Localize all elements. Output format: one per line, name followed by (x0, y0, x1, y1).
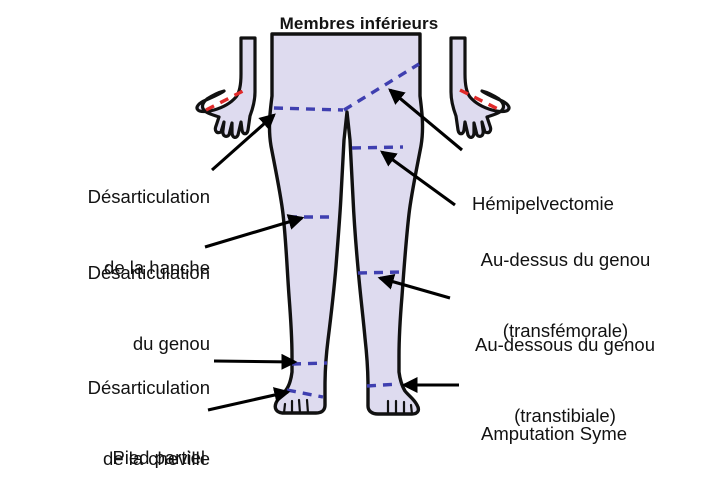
label-ankle-disarticulation: Désarticulation de la cheville (10, 329, 210, 491)
left-hand-shape (195, 36, 257, 139)
label-ankle-disarticulation-line1: Désarticulation (87, 377, 210, 399)
label-above-knee: Au-dessus du genou (transfémorale) (458, 201, 673, 390)
right-foot-toes (386, 399, 414, 416)
amputation-line-ankle-disarticulation (291, 361, 328, 366)
page-title: Membres inférieurs (279, 14, 439, 33)
label-hemipelvectomy-line1: Hémipelvectomie (472, 193, 614, 215)
label-above-knee-line1: Au-dessus du genou (480, 249, 651, 271)
arrow-ankle-disarticulation (213, 353, 298, 370)
amputation-line-right-wrist (459, 88, 501, 112)
label-below-knee-line2: (transtibiale) (514, 405, 616, 427)
callout-arrows (204, 88, 463, 412)
arrow-below-knee (377, 273, 451, 300)
left-hand (195, 36, 257, 139)
label-knee-disarticulation-line1: Désarticulation (87, 262, 210, 284)
label-ankle-disarticulation-line2: de la cheville (103, 448, 210, 470)
right-hand (449, 36, 511, 139)
label-above-knee-line2: (transfémorale) (502, 320, 629, 342)
label-knee-disarticulation-line2: du genou (132, 333, 210, 355)
label-below-knee-line1: Au-dessous du genou (475, 334, 655, 356)
label-partial-foot: Pied partiel (20, 399, 205, 491)
amputation-line-partial-foot (286, 388, 324, 399)
torso-and-legs-shape (267, 32, 425, 416)
left-foot-toes (282, 398, 310, 415)
amputation-line-above-knee (351, 145, 404, 150)
amputation-line-left-wrist (205, 88, 246, 112)
label-hip-disarticulation: Désarticulation de la hanche (20, 138, 210, 327)
label-below-knee: Au-dessous du genou (transtibiale) (455, 286, 675, 475)
arrow-knee-disarticulation (204, 214, 305, 249)
arrow-hip-disarticulation (210, 113, 276, 172)
label-hip-disarticulation-line2: de la hanche (104, 257, 210, 279)
body-silhouette (267, 32, 425, 416)
label-hemipelvectomy: Hémipelvectomie (472, 145, 702, 263)
amputation-line-syme (366, 382, 400, 388)
label-hip-disarticulation-line1: Désarticulation (87, 186, 210, 208)
amputation-level-lines (205, 62, 501, 399)
label-partial-foot-line1: Pied partiel (112, 447, 205, 469)
amputation-line-below-knee (357, 270, 401, 275)
label-knee-disarticulation: Désarticulation du genou (20, 214, 210, 403)
amputation-line-hip-disarticulation (273, 106, 344, 112)
right-hand-shape (449, 36, 511, 139)
arrow-partial-foot (207, 387, 291, 412)
arrow-hemipelvectomy (388, 88, 463, 152)
label-syme-line1: Amputation Syme (481, 423, 628, 445)
label-syme: Amputation Syme (481, 375, 701, 491)
arrow-above-knee (379, 150, 456, 207)
